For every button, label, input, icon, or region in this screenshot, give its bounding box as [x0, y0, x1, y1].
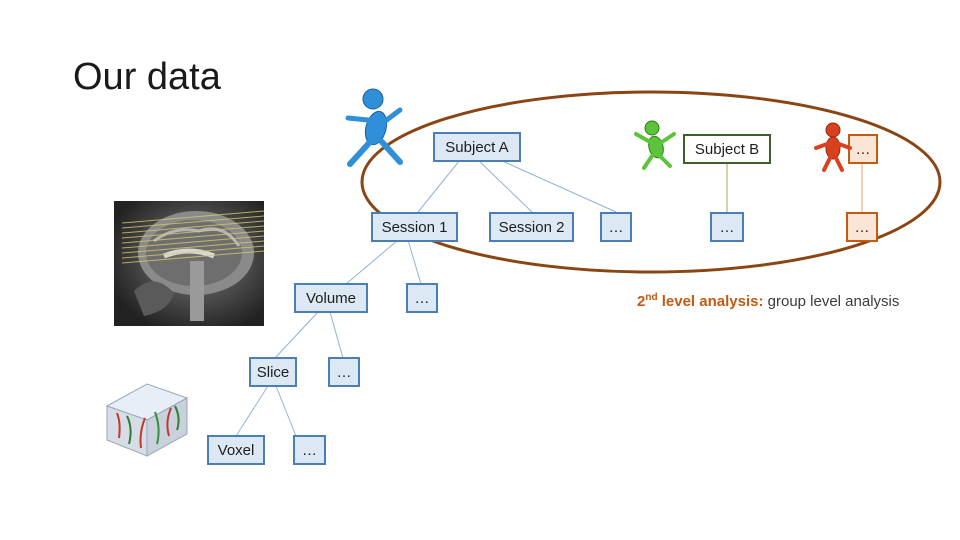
edge-slice-voxel	[235, 385, 269, 437]
edge-subjecta-session2	[477, 159, 533, 213]
node-session-1: Session 1	[371, 212, 458, 242]
analysis-level-number: 2	[637, 293, 646, 310]
edge-volume-more	[329, 311, 344, 359]
analysis-level: 2nd level analysis:	[637, 292, 764, 310]
node-subject-more: …	[848, 134, 878, 164]
node-subject-a: Subject A	[433, 132, 521, 162]
edge-volume-slice	[274, 311, 319, 359]
node-subject-more-child: …	[846, 212, 878, 242]
edge-session1-volume	[345, 239, 399, 285]
node-subject-b-more: …	[710, 212, 744, 242]
node-subject-b: Subject B	[683, 134, 771, 164]
node-volume-more: …	[406, 283, 438, 313]
subject-a-figure	[345, 88, 403, 167]
node-slice: Slice	[249, 357, 297, 387]
analysis-caption: 2nd level analysis: group level analysis	[637, 292, 899, 310]
node-session-2: Session 2	[489, 212, 574, 242]
edge-slice-more	[275, 385, 297, 437]
analysis-description: group level analysis	[763, 293, 900, 310]
analysis-level-suffix: nd	[645, 292, 658, 303]
slide-title: Our data	[73, 56, 221, 98]
brain-mri-image	[114, 201, 264, 326]
subject-more-figure	[814, 122, 852, 172]
edge-subjecta-more	[499, 159, 617, 213]
subject-b-figure	[634, 120, 676, 170]
node-session-more: …	[600, 212, 632, 242]
node-voxel-more: …	[293, 435, 326, 465]
node-voxel: Voxel	[207, 435, 265, 465]
edge-session1-more	[407, 239, 422, 285]
node-volume: Volume	[294, 283, 368, 313]
voxel-cube-image	[105, 383, 189, 457]
node-slice-more: …	[328, 357, 360, 387]
analysis-level-text: level analysis:	[657, 293, 764, 310]
group-ellipse	[360, 90, 942, 274]
brain-mri-drawing	[121, 210, 264, 321]
edge-subjecta-session1	[417, 159, 461, 213]
